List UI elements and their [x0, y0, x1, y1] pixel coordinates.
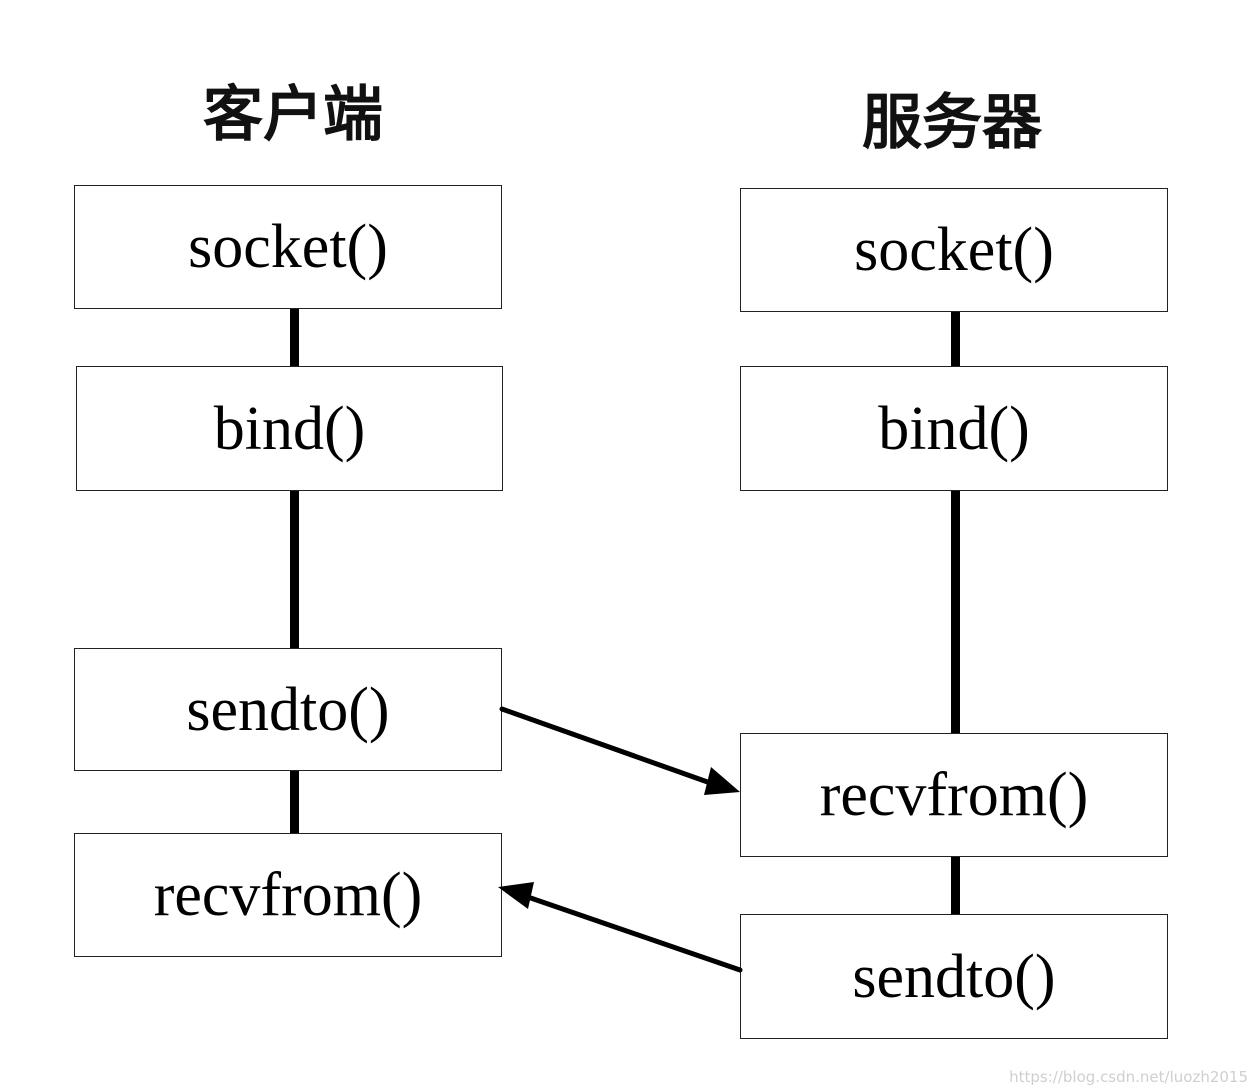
arrow-client-sendto-to-server-recvfrom — [499, 706, 740, 795]
server-bind-box: bind() — [740, 366, 1168, 491]
watermark: https://blog.csdn.net/luozh2015 — [1009, 1068, 1248, 1086]
client-connector-sendto-recvfrom — [290, 770, 299, 834]
server-connector-bind-recvfrom — [951, 490, 960, 734]
client-connector-bind-sendto — [290, 490, 299, 650]
client-recvfrom-box: recvfrom() — [74, 833, 502, 957]
server-connector-recvfrom-sendto — [951, 855, 960, 915]
server-title: 服务器 — [862, 88, 1042, 158]
server-sendto-box: sendto() — [740, 914, 1168, 1039]
arrow-server-sendto-to-client-recvfrom — [498, 882, 743, 973]
client-title: 客户端 — [203, 80, 383, 150]
server-recvfrom-box: recvfrom() — [740, 733, 1168, 857]
client-sendto-box: sendto() — [74, 648, 502, 771]
client-bind-box: bind() — [76, 366, 503, 491]
server-socket-box: socket() — [740, 188, 1168, 312]
client-connector-socket-bind — [290, 308, 299, 368]
client-socket-box: socket() — [74, 185, 502, 309]
server-connector-socket-bind — [951, 311, 960, 368]
